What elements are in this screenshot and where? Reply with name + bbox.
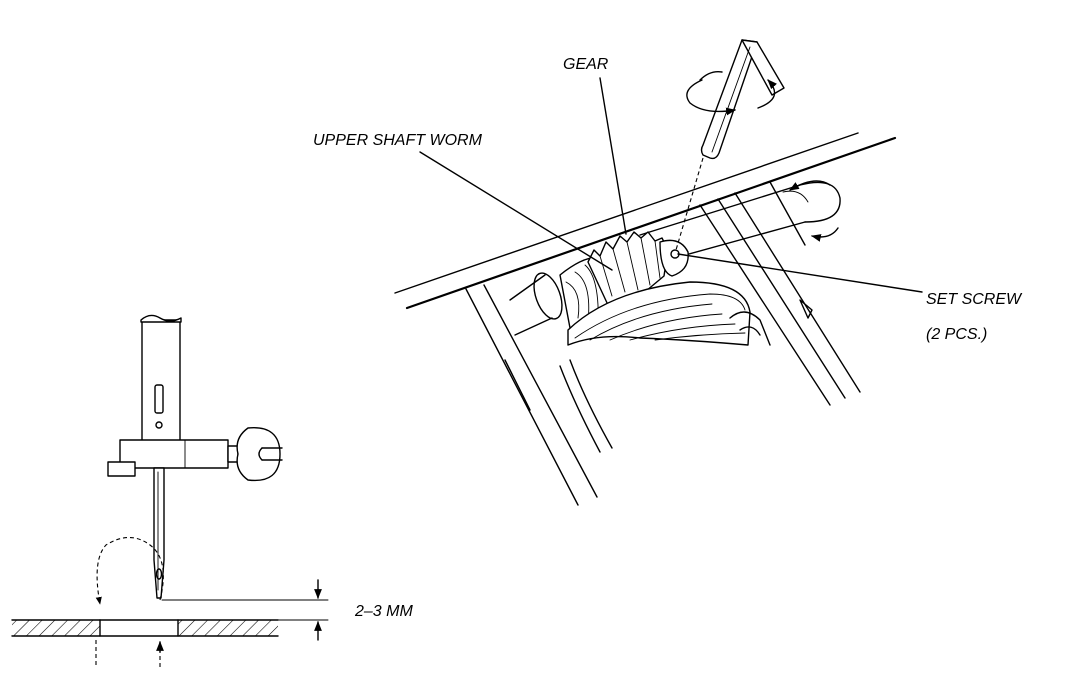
needle-bar-icon xyxy=(108,315,282,598)
needle-height-label: 2–3 MM xyxy=(355,604,413,620)
machine-head-drawing xyxy=(395,40,895,505)
throat-plate-icon xyxy=(12,620,278,636)
set-screw-label: SET SCREW xyxy=(926,292,1021,308)
set-screw-qty-label: (2 PCS.) xyxy=(926,327,987,343)
needle-path xyxy=(96,538,163,669)
gear-label: GEAR xyxy=(563,57,608,73)
upper-shaft-worm-label: UPPER SHAFT WORM xyxy=(313,133,482,149)
shaft-rotation-arrow-icon xyxy=(790,181,838,237)
